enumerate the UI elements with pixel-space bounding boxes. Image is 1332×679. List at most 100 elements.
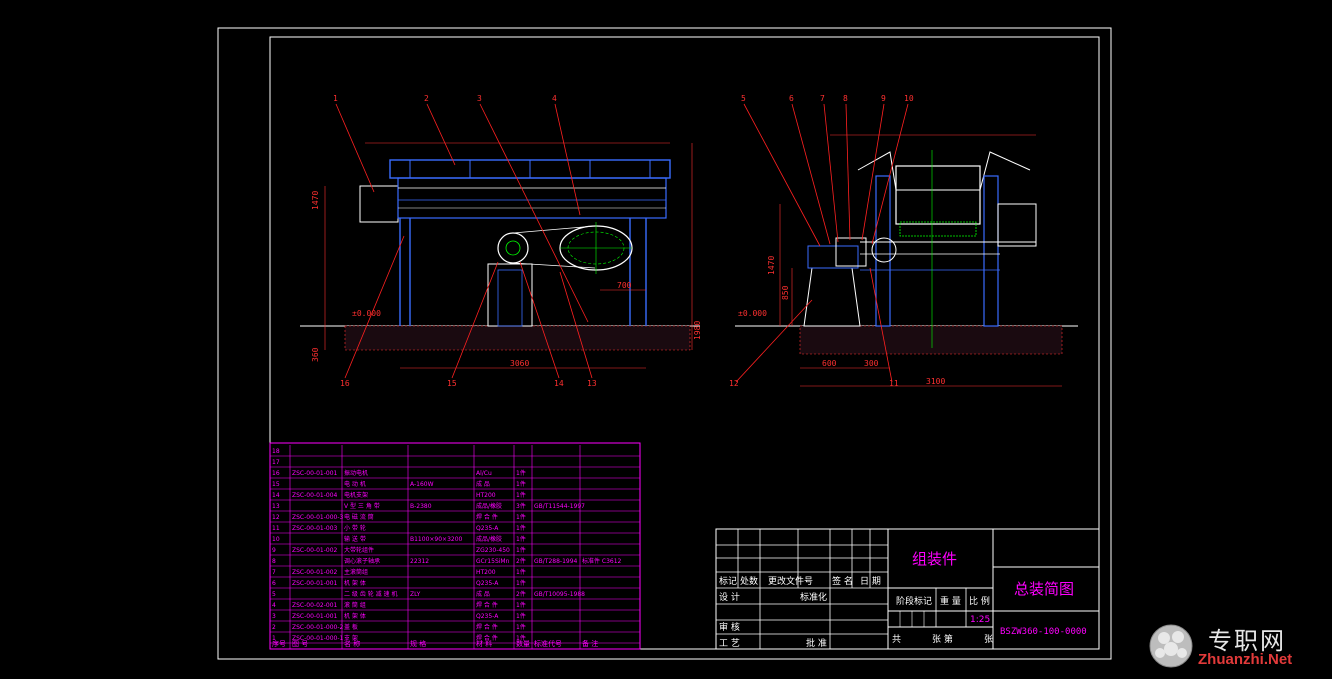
side-dim-w3: 3100 bbox=[926, 377, 945, 386]
parts-cell-std: GB/T11544-1997 bbox=[534, 503, 585, 510]
parts-cell-no: 2 bbox=[272, 624, 276, 631]
parts-cell-mat: 焊 合 件 bbox=[476, 623, 498, 631]
parts-cell-code: ZSC-00-01-001 bbox=[292, 613, 338, 620]
parts-cell-name: 主滚筒组 bbox=[344, 568, 368, 576]
parts-cell-qty: 1件 bbox=[516, 634, 526, 642]
parts-cell-no: 17 bbox=[272, 459, 280, 466]
parts-cell-spec: ZLY bbox=[410, 591, 421, 598]
parts-cell-name: 支 架 bbox=[344, 634, 358, 642]
tb-sign: 签 名 bbox=[832, 575, 853, 587]
tb-change-doc: 更改文件号 bbox=[768, 575, 813, 587]
parts-cell-mat: 成 品 bbox=[476, 480, 490, 488]
parts-cell-no: 7 bbox=[272, 569, 276, 576]
parts-cell-no: 10 bbox=[272, 536, 280, 543]
tb-sheet: 张 bbox=[984, 634, 993, 645]
balloon-16: 16 bbox=[340, 379, 350, 388]
front-level-mark: ±0.000 bbox=[352, 309, 381, 318]
parts-cell-mat: 成 品 bbox=[476, 590, 490, 598]
balloon-7: 7 bbox=[820, 94, 825, 103]
parts-cell-mat: Q235-A bbox=[476, 525, 499, 532]
parts-cell-name: 滚 筒 组 bbox=[344, 601, 366, 609]
inner-border bbox=[269, 36, 1100, 650]
tb-scale: 1:25 bbox=[970, 615, 990, 625]
side-dim-h2: 850 bbox=[781, 285, 790, 300]
parts-cell-std: GB/T10095-1988 bbox=[534, 591, 585, 598]
parts-cell-name: 电 动 机 bbox=[344, 480, 366, 488]
parts-cell-qty: 2件 bbox=[516, 590, 526, 598]
tb-assembly: 组装件 bbox=[912, 550, 957, 568]
parts-cell-qty: 1件 bbox=[516, 469, 526, 477]
parts-cell-no: 15 bbox=[272, 481, 280, 488]
front-dim-base: 360 bbox=[311, 347, 320, 362]
parts-cell-qty: 1件 bbox=[516, 535, 526, 543]
parts-cell-qty: 1件 bbox=[516, 623, 526, 631]
parts-header-std: 标准代号 bbox=[534, 639, 562, 648]
parts-cell-mat: Al/Cu bbox=[476, 470, 492, 477]
tb-process: 工 艺 bbox=[719, 638, 740, 649]
tb-design: 设 计 bbox=[719, 591, 740, 603]
balloon-5: 5 bbox=[741, 94, 746, 103]
balloon-10: 10 bbox=[904, 94, 914, 103]
outer-border bbox=[217, 27, 1112, 660]
parts-cell-name: 小 带 轮 bbox=[344, 524, 366, 532]
parts-header-no: 序号 bbox=[272, 639, 286, 648]
parts-cell-spec: A-160W bbox=[410, 481, 434, 488]
tb-review: 审 核 bbox=[719, 621, 740, 633]
parts-cell-mat: ZG230-450 bbox=[476, 547, 510, 554]
parts-cell-qty: 1件 bbox=[516, 513, 526, 521]
parts-cell-spec: B-2380 bbox=[410, 503, 432, 510]
tb-total: 共 bbox=[892, 634, 901, 645]
parts-cell-code: ZSC-00-01-002 bbox=[292, 547, 338, 554]
balloon-2: 2 bbox=[424, 94, 429, 103]
parts-cell-qty: 3件 bbox=[516, 502, 526, 510]
tb-weight: 重 量 bbox=[940, 595, 961, 607]
parts-cell-code: ZSC-00-01-003 bbox=[292, 525, 338, 532]
parts-cell-no: 9 bbox=[272, 547, 276, 554]
parts-cell-no: 8 bbox=[272, 558, 276, 565]
front-view: 1470 3060 700 360 1980 ±0.000 1 2 3 4 16… bbox=[300, 94, 702, 388]
parts-cell-no: 11 bbox=[272, 525, 280, 532]
parts-cell-name: 机 架 体 bbox=[344, 579, 366, 587]
parts-cell-qty: 1件 bbox=[516, 524, 526, 532]
parts-cell-qty: 1件 bbox=[516, 491, 526, 499]
parts-cell-name: 输 送 带 bbox=[344, 535, 366, 543]
parts-cell-no: 1 bbox=[272, 635, 276, 642]
side-dim-w2: 300 bbox=[864, 359, 879, 368]
side-foundation bbox=[799, 325, 1063, 355]
parts-cell-no: 3 bbox=[272, 613, 276, 620]
parts-cell-no: 16 bbox=[272, 470, 280, 477]
watermark-en: Zhuanzhi.Net bbox=[1198, 651, 1293, 668]
balloon-15: 15 bbox=[447, 379, 457, 388]
parts-header-qty: 数量 bbox=[516, 639, 530, 648]
parts-cell-name: 机 架 体 bbox=[344, 612, 366, 620]
balloon-8: 8 bbox=[843, 94, 848, 103]
front-foundation bbox=[344, 325, 691, 351]
parts-cell-mat: 焊 合 件 bbox=[476, 513, 498, 521]
parts-cell-qty: 1件 bbox=[516, 568, 526, 576]
balloon-13: 13 bbox=[587, 379, 597, 388]
parts-cell-no: 6 bbox=[272, 580, 276, 587]
parts-header-spec: 规 格 bbox=[410, 639, 426, 648]
parts-cell-no: 18 bbox=[272, 448, 280, 455]
tb-count: 处数 bbox=[740, 575, 758, 587]
title-block: 标记 处数 更改文件号 签 名 日 期 设 计 标准化 审 核 工 艺 批 准 … bbox=[715, 528, 1100, 650]
parts-cell-mat: HT200 bbox=[476, 569, 496, 576]
parts-cell-no: 4 bbox=[272, 602, 276, 609]
balloon-3: 3 bbox=[477, 94, 482, 103]
balloon-11: 11 bbox=[889, 379, 899, 388]
tb-date: 日 期 bbox=[860, 576, 881, 587]
side-dim-w1: 600 bbox=[822, 359, 837, 368]
balloon-9: 9 bbox=[881, 94, 886, 103]
side-level-mark: ±0.000 bbox=[738, 309, 767, 318]
balloon-4: 4 bbox=[552, 94, 557, 103]
watermark: 专职网 Zhuanzhi.Net bbox=[1142, 621, 1322, 671]
side-hopper bbox=[895, 165, 981, 225]
front-dim-length: 700 bbox=[617, 281, 632, 290]
tb-mark: 标记 bbox=[719, 575, 737, 587]
small-pulley bbox=[497, 232, 529, 264]
front-dim-top: 1980 bbox=[693, 321, 702, 340]
parts-cell-no: 14 bbox=[272, 492, 280, 499]
parts-cell-mat: 焊 合 件 bbox=[476, 601, 498, 609]
